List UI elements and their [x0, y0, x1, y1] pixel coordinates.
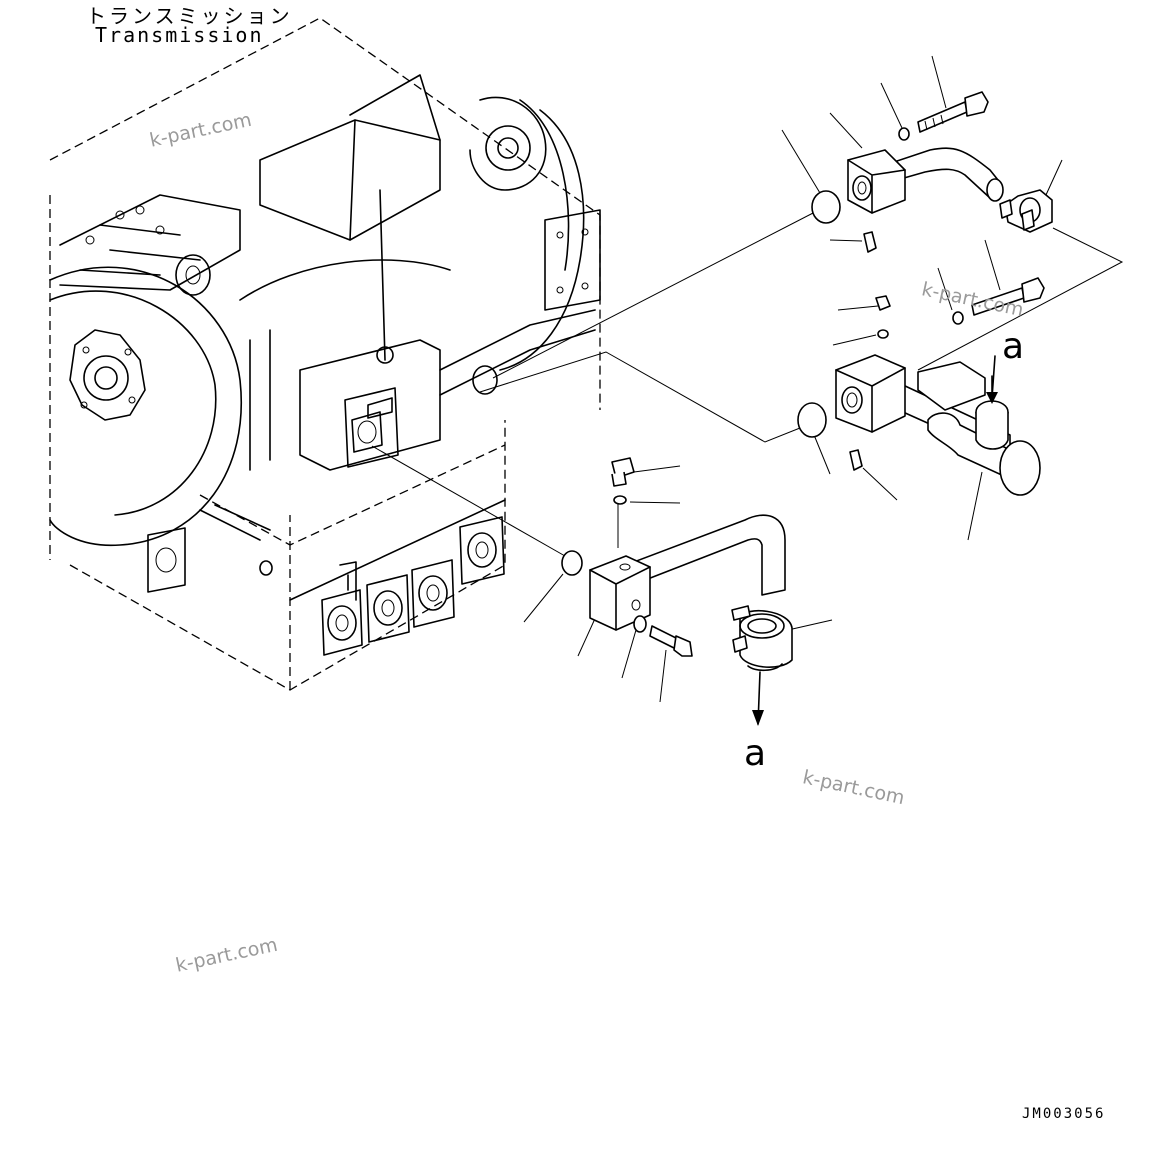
leader-lines — [371, 55, 1124, 703]
callout-a-upper: a — [1002, 326, 1025, 367]
drawing-code: JM003056 — [1022, 1106, 1106, 1122]
upper-tube-assembly — [811, 91, 1053, 253]
diagram-title-english: Transmission — [95, 23, 264, 47]
callout-arrows — [752, 355, 998, 726]
diagram-title-japanese: トランスミッション — [86, 4, 293, 28]
lower-tube-assembly — [561, 457, 793, 672]
middle-tube-assembly — [797, 277, 1045, 496]
callout-a-lower: a — [744, 733, 767, 774]
transmission-assembly — [49, 17, 601, 691]
